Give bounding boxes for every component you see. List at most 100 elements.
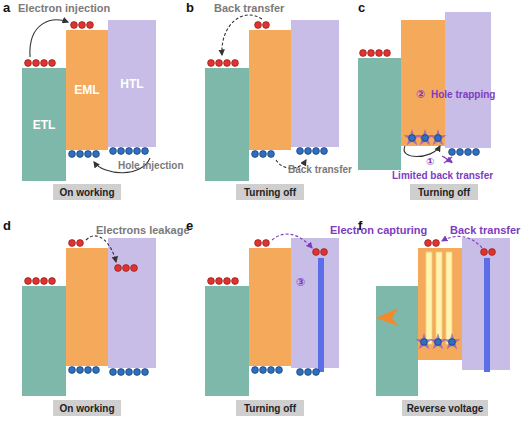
hole	[457, 149, 464, 156]
hole	[142, 369, 149, 376]
hole	[93, 367, 100, 374]
etl-block	[358, 58, 401, 170]
trap-star	[429, 129, 446, 145]
callout-number: ①	[426, 156, 434, 167]
hole	[473, 149, 480, 156]
voltage-pointer	[376, 308, 398, 326]
etl-band: ETL	[22, 68, 66, 181]
electron	[224, 60, 231, 67]
transfer-arrow	[404, 146, 440, 157]
hole	[85, 151, 92, 158]
electron	[425, 240, 432, 247]
state-tag: Turning off	[410, 184, 478, 200]
hole	[260, 151, 267, 158]
process-note: Back transfer	[450, 224, 520, 236]
node-label: On working	[60, 403, 115, 414]
hole	[305, 369, 312, 376]
process-note: Electron injection	[18, 2, 110, 14]
panel-letter: f	[358, 219, 362, 233]
process-note: Hole injection	[118, 160, 184, 171]
trap-state-bar	[318, 258, 324, 372]
state-tag: Turning off	[236, 184, 304, 200]
hole	[77, 151, 84, 158]
electron	[123, 265, 130, 272]
eml-block	[66, 248, 108, 366]
electron	[49, 60, 56, 67]
etl-block	[22, 286, 66, 396]
electron	[384, 50, 391, 57]
electron	[41, 278, 48, 285]
electron	[25, 278, 32, 285]
hole	[421, 339, 428, 346]
eml-block	[401, 20, 445, 146]
process-note: Back transfer	[288, 164, 352, 175]
panel-letter: c	[358, 1, 365, 15]
transfer-arrow	[276, 160, 306, 168]
emission-stripe	[426, 252, 432, 344]
state-tag: Reverse voltage	[402, 400, 488, 416]
hole	[268, 367, 275, 374]
electron	[232, 278, 239, 285]
electron	[77, 240, 84, 247]
htl-block	[291, 238, 339, 368]
electron	[255, 240, 262, 247]
node-label: HTL	[120, 77, 143, 91]
eml-block	[249, 248, 291, 366]
electron	[208, 278, 215, 285]
electron	[79, 22, 86, 29]
hole	[69, 367, 76, 374]
eml-block	[418, 248, 462, 360]
eml-block	[249, 30, 291, 150]
electron	[263, 22, 270, 29]
node-label: Turning off	[418, 187, 470, 198]
electron	[41, 60, 48, 67]
hole	[142, 148, 149, 155]
state-tag: On working	[53, 184, 121, 200]
etl-block	[205, 286, 249, 396]
callout-number: ③	[296, 276, 305, 288]
hole	[449, 149, 456, 156]
trap-star	[443, 333, 460, 349]
callout-number: ②	[416, 88, 425, 100]
trap-star	[403, 129, 420, 145]
trap-star	[415, 333, 432, 349]
electron	[131, 265, 138, 272]
holes	[69, 135, 480, 376]
electron	[87, 22, 94, 29]
electron	[208, 60, 215, 67]
block-cross	[444, 157, 452, 163]
electron	[368, 50, 375, 57]
hole	[260, 367, 267, 374]
electron	[216, 60, 223, 67]
hole	[297, 369, 304, 376]
process-note: Hole trapping	[431, 89, 495, 100]
hole	[409, 135, 416, 142]
hole	[422, 135, 429, 142]
electron	[321, 249, 328, 256]
electron	[360, 50, 367, 57]
htl-block	[291, 20, 339, 147]
trap-star	[416, 129, 433, 145]
hole	[252, 367, 259, 374]
node-label: Reverse voltage	[407, 403, 484, 414]
hole	[126, 148, 133, 155]
hole	[435, 135, 442, 142]
hole	[313, 148, 320, 155]
hole	[118, 369, 125, 376]
electron	[33, 60, 40, 67]
trap-state-bar	[484, 258, 490, 372]
electron	[255, 22, 262, 29]
hole	[110, 369, 117, 376]
electron	[71, 22, 78, 29]
hole	[134, 369, 141, 376]
transfer-arrow	[30, 20, 68, 57]
hole	[85, 367, 92, 374]
electron	[69, 240, 76, 247]
electron	[115, 265, 122, 272]
transfer-arrow	[222, 15, 262, 55]
state-tag: On working	[53, 400, 121, 416]
node-label: On working	[60, 187, 115, 198]
electron	[263, 240, 270, 247]
